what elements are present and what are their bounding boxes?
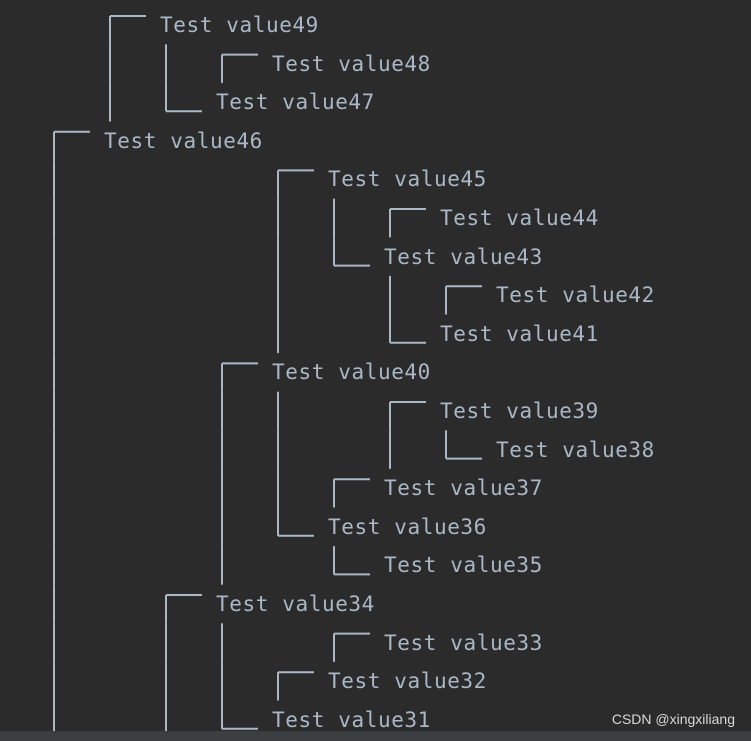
- tree-node-label: Test value43: [384, 244, 543, 269]
- tree-node-label: Test value35: [384, 553, 543, 578]
- tree-node-label: Test value38: [496, 437, 655, 462]
- watermark: CSDN @xingxiliang: [611, 711, 735, 727]
- tree-node-label: Test value32: [328, 669, 487, 694]
- tree-node-label: Test value39: [440, 399, 599, 423]
- tree-node-label: Test value37: [384, 476, 543, 501]
- tree-node-label: Test value41: [440, 321, 599, 346]
- tree-node-label: Test value49: [160, 13, 319, 37]
- tree-node-label: Test value47: [216, 90, 375, 115]
- tree-node-label: Test value46: [104, 128, 263, 153]
- tree-node-label: Test value33: [384, 630, 543, 655]
- horizontal-scrollbar[interactable]: [0, 731, 751, 741]
- tree-node-label: Test value45: [328, 167, 487, 192]
- tree-node-label: Test value42: [496, 283, 655, 308]
- tree-node-label: Test value36: [328, 514, 487, 539]
- tree-node-label: Test value34: [216, 592, 375, 616]
- tree-node-label: Test value44: [440, 206, 599, 230]
- tree-node-label: Test value40: [272, 360, 431, 385]
- tree-node-label: Test value48: [272, 51, 431, 76]
- tree-node-label: Test value31: [272, 707, 431, 732]
